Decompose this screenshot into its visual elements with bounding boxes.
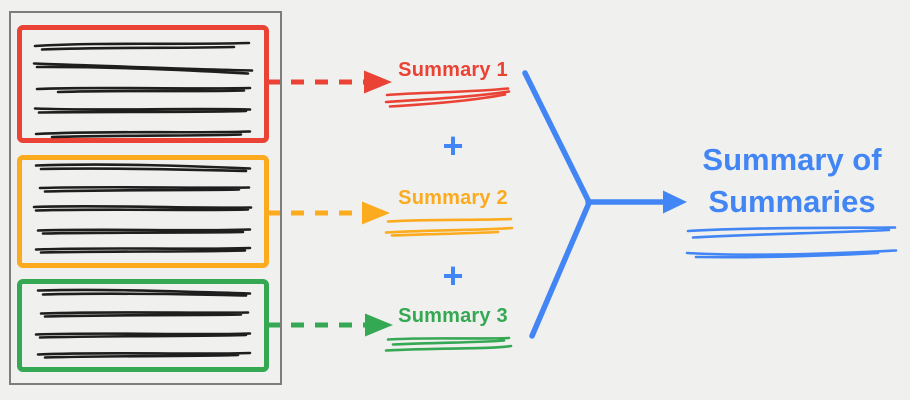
merge-arrow [522,70,687,339]
summary-3-label: Summary 3 [398,305,508,327]
summary-3-underline-scribble [384,336,513,352]
plus-operator-2: + [442,255,464,296]
chunk-1-to-summary-arrow [267,70,392,94]
summary-1-label: Summary 1 [398,59,508,81]
document-chunk-2 [17,155,269,268]
chunk-1-text-scribbles [32,41,254,139]
summary-1-underline-scribble [384,87,511,108]
chunk-2-text-scribbles [32,163,253,254]
chunk-3-to-summary-arrow [267,313,393,337]
final-summary-label: Summary of Summaries [702,142,882,219]
document-chunk-3 [17,279,269,372]
source-document-frame [9,11,282,385]
final-summary-underline-scribble [685,226,898,259]
summary-2-label: Summary 2 [398,187,508,209]
document-chunk-1 [17,25,269,143]
chunk-3-text-scribbles [34,288,252,359]
summary-2-underline-scribble [384,217,514,237]
plus-operator-1: + [442,125,464,166]
chunk-2-to-summary-arrow [267,201,390,225]
